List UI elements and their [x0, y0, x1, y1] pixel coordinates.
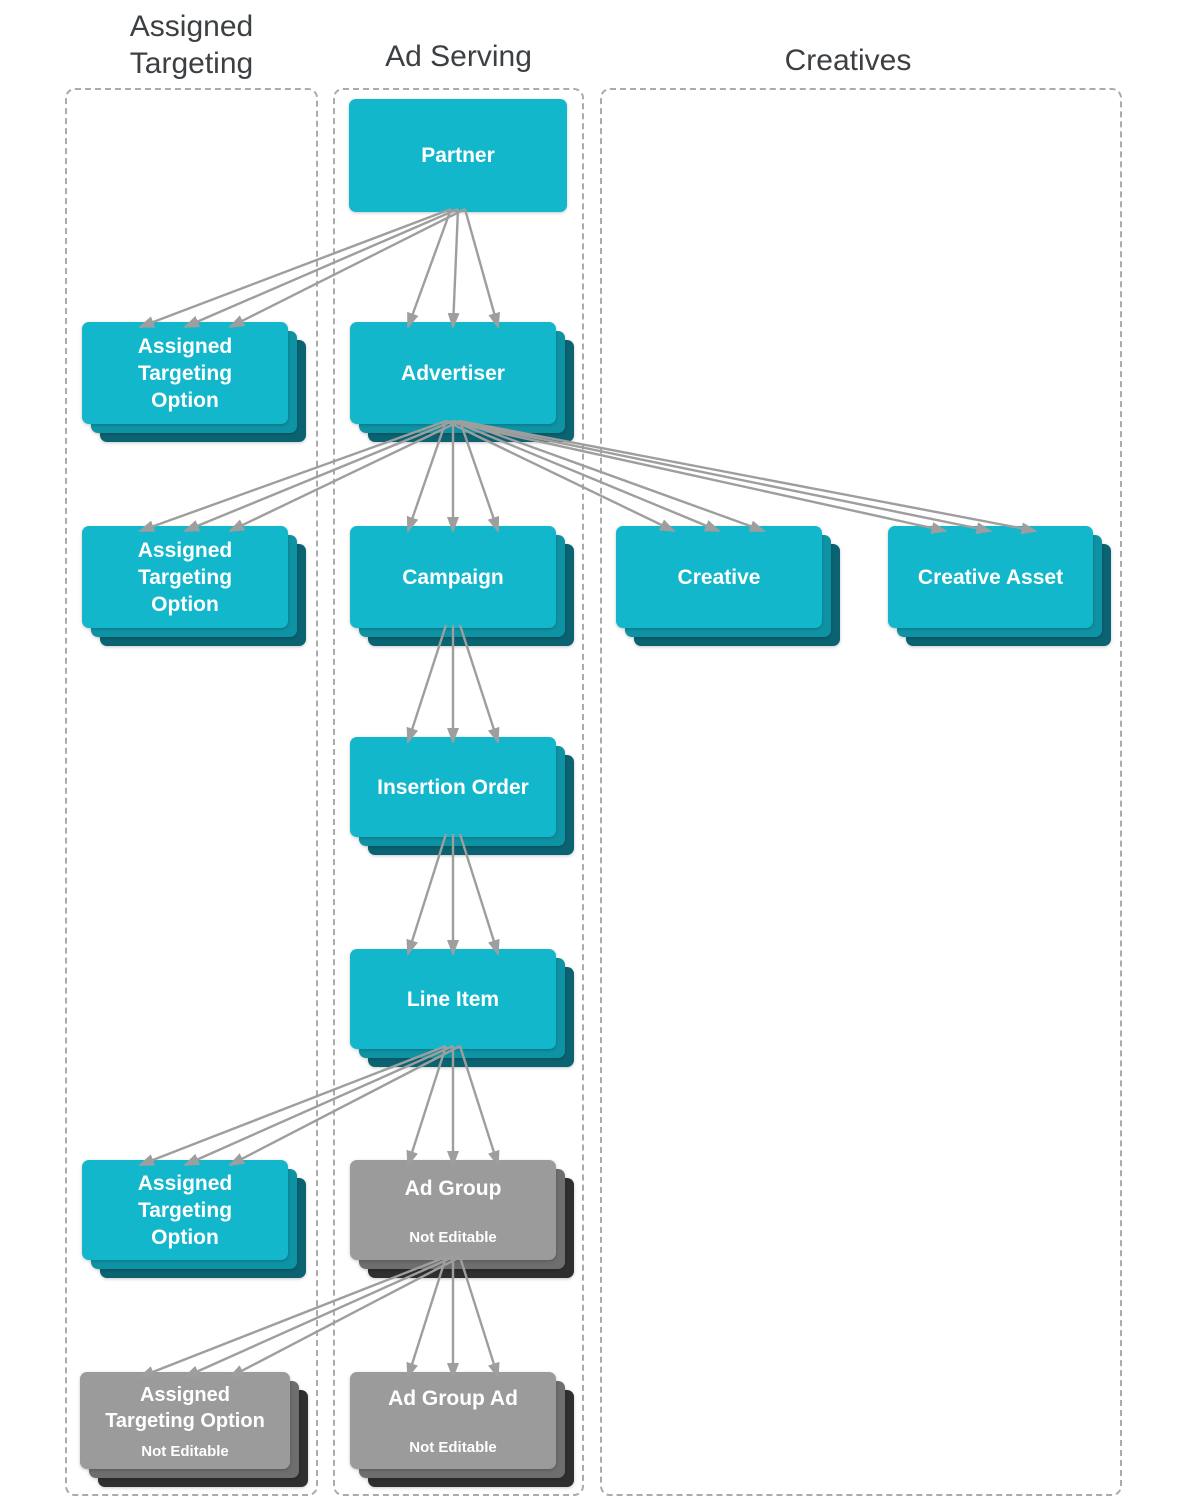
lane-ad-serving: [333, 88, 584, 1496]
lane-creatives: [600, 88, 1122, 1496]
lane-assigned-targeting: [65, 88, 318, 1496]
node-face: Assigned Targeting Option: [82, 526, 288, 628]
node-ad-group: Ad Group Not Editable: [350, 1160, 574, 1278]
node-campaign: Campaign: [350, 526, 574, 646]
node-label: Ad Group Ad: [388, 1387, 518, 1410]
node-face: Assigned Targeting Option: [82, 322, 288, 424]
node-label: Line Item: [406, 987, 500, 1011]
node-insertion-order: Insertion Order: [350, 737, 574, 855]
node-label: Creative: [677, 565, 761, 589]
node-label: Partner: [421, 144, 495, 167]
node-face: Partner: [349, 99, 567, 212]
node-label: Ad Group: [404, 1176, 502, 1200]
node-creative-asset: Creative Asset: [888, 526, 1111, 646]
node-face: Assigned Targeting Option Not Editable: [80, 1372, 290, 1469]
node-face: Ad Group Ad Not Editable: [350, 1372, 556, 1469]
node-face: Insertion Order: [350, 737, 556, 837]
node-line-item: Line Item: [350, 949, 574, 1067]
node-label: Creative Asset: [917, 565, 1064, 589]
node-assigned-targeting-option-1: Assigned Targeting Option: [82, 322, 306, 442]
node-sublabel-not-editable: Not Editable: [409, 1228, 497, 1246]
node-assigned-targeting-option-3: Assigned Targeting Option: [82, 1160, 306, 1278]
node-label: Insertion Order: [377, 775, 529, 799]
node-face: Assigned Targeting Option: [82, 1160, 288, 1260]
node-face: Ad Group Not Editable: [350, 1160, 556, 1260]
node-sublabel-not-editable: Not Editable: [141, 1442, 229, 1460]
node-face: Line Item: [350, 949, 556, 1049]
node-label: Advertiser: [401, 361, 505, 385]
node-face: Creative: [616, 526, 822, 628]
node-assigned-targeting-option-not-editable: Assigned Targeting Option Not Editable: [80, 1372, 308, 1487]
node-label: Assigned Targeting Option: [105, 1383, 265, 1432]
column-title-assigned-targeting: Assigned Targeting: [129, 10, 254, 80]
node-advertiser: Advertiser: [350, 322, 574, 442]
node-face: Creative Asset: [888, 526, 1093, 628]
column-title-ad-serving: Ad Serving: [385, 40, 532, 73]
node-face: Advertiser: [350, 322, 556, 424]
node-creative: Creative: [616, 526, 840, 646]
node-label: Campaign: [402, 565, 504, 589]
node-ad-group-ad: Ad Group Ad Not Editable: [350, 1372, 574, 1487]
node-face: Campaign: [350, 526, 556, 628]
node-label: Assigned Targeting Option: [137, 538, 233, 616]
node-label: Assigned Targeting Option: [137, 334, 233, 412]
node-assigned-targeting-option-2: Assigned Targeting Option: [82, 526, 306, 646]
node-partner: Partner: [349, 99, 567, 212]
node-label: Assigned Targeting Option: [137, 1171, 233, 1249]
column-title-creatives: Creatives: [784, 44, 912, 77]
node-sublabel-not-editable: Not Editable: [409, 1439, 497, 1456]
